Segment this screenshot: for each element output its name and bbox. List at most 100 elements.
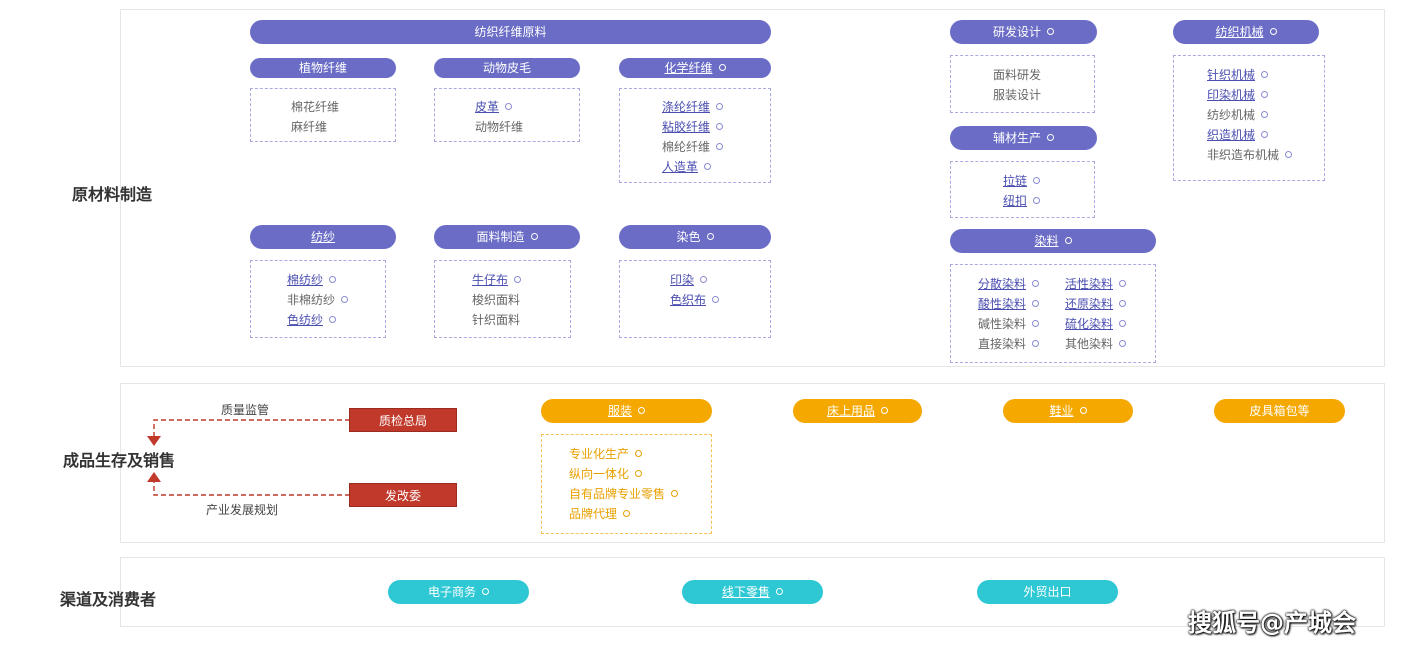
- list-item-label: 活性染料: [1065, 277, 1114, 291]
- list-item: 专业化生产: [569, 446, 643, 462]
- list-item: 梭织面料: [472, 293, 521, 307]
- chemical-box: 涤纶纤维 粘胶纤维 棉纶纤维 人造革: [619, 88, 771, 183]
- circle-icon: [1047, 28, 1054, 35]
- list-item: 动物纤维: [475, 120, 524, 134]
- list-item-link[interactable]: 人造革: [662, 159, 712, 175]
- list-item-link[interactable]: 硫化染料: [1065, 316, 1127, 332]
- list-item-label: 涤纶纤维: [662, 100, 711, 114]
- list-item-link[interactable]: 纽扣: [1003, 193, 1041, 209]
- list-item-label: 自有品牌专业零售: [569, 487, 666, 501]
- circle-icon: [881, 407, 888, 414]
- list-item: 棉花纤维: [291, 100, 340, 114]
- spinning-header[interactable]: 纺纱: [250, 225, 396, 249]
- machinery-box: 针织机械 印染机械 纺纱机械 织造机械 非织造布机械: [1173, 55, 1325, 181]
- list-item-label: 非织造布机械: [1207, 148, 1280, 162]
- circle-icon: [1261, 111, 1269, 118]
- list-item-link[interactable]: 涤纶纤维: [662, 99, 724, 115]
- circle-icon: [341, 296, 349, 303]
- list-item-label: 人造革: [662, 160, 699, 174]
- machinery-header-label: 纺织机械: [1215, 25, 1264, 39]
- bedding-pill[interactable]: 床上用品: [793, 399, 922, 423]
- list-item: 碱性染料: [978, 316, 1040, 332]
- list-item-link[interactable]: 印染机械: [1207, 87, 1269, 103]
- watermark: 搜狐号@产城会: [1188, 609, 1356, 637]
- list-item-link[interactable]: 牛仔布: [472, 272, 522, 288]
- leather-goods-pill: 皮具箱包等: [1214, 399, 1345, 423]
- list-item-label: 纵向一体化: [569, 467, 630, 481]
- section-label-channel: 渠道及消费者: [60, 590, 157, 609]
- circle-icon: [638, 407, 645, 414]
- section-label-finished: 成品生存及销售: [63, 451, 176, 470]
- circle-icon: [1285, 151, 1293, 158]
- list-item-link[interactable]: 酸性染料: [978, 296, 1040, 312]
- list-item-label: 碱性染料: [978, 317, 1027, 331]
- list-item-link[interactable]: 棉纺纱: [287, 272, 337, 288]
- circle-icon: [1032, 280, 1040, 287]
- list-item-link[interactable]: 还原染料: [1065, 296, 1127, 312]
- footwear-pill[interactable]: 鞋业: [1003, 399, 1133, 423]
- dyes-header[interactable]: 染料: [950, 229, 1156, 253]
- accessory-box: 拉链 纽扣: [950, 161, 1095, 218]
- list-item-link[interactable]: 拉链: [1003, 173, 1041, 189]
- bedding-pill-label: 床上用品: [826, 404, 875, 418]
- textile-fiber-header: 纺织纤维原料: [250, 20, 771, 44]
- list-item: 非棉纺纱: [287, 292, 349, 308]
- circle-icon: [712, 296, 720, 303]
- list-item: 直接染料: [978, 336, 1040, 352]
- list-item-link[interactable]: 针织机械: [1207, 67, 1269, 83]
- list-item: 其他染料: [1065, 336, 1127, 352]
- circle-icon: [1064, 237, 1072, 244]
- animal-header-label: 动物皮毛: [482, 61, 531, 75]
- circle-icon: [776, 588, 783, 595]
- list-item-link[interactable]: 织造机械: [1207, 127, 1269, 143]
- list-item-label: 纺纱机械: [1207, 108, 1256, 122]
- rd-box: 面料研发 服装设计: [950, 55, 1095, 113]
- apparel-pill[interactable]: 服装: [541, 399, 712, 423]
- circle-icon: [1261, 131, 1269, 138]
- circle-icon: [635, 470, 643, 477]
- circle-icon: [505, 103, 513, 110]
- circle-icon: [1119, 300, 1127, 307]
- list-item-link[interactable]: 色纺纱: [287, 312, 337, 328]
- textile-fiber-header-label: 纺织纤维原料: [474, 25, 547, 39]
- list-item-label: 纽扣: [1003, 194, 1028, 208]
- development-reform-box: 发改委: [349, 483, 457, 507]
- list-item: 面料研发: [993, 68, 1042, 82]
- chemical-header[interactable]: 化学纤维: [619, 58, 771, 78]
- list-item-label: 织造机械: [1207, 128, 1256, 142]
- list-item-link[interactable]: 印染: [670, 272, 708, 288]
- list-item-label: 分散染料: [978, 277, 1027, 291]
- circle-icon: [514, 276, 522, 283]
- fabric-header-label: 面料制造: [476, 230, 525, 244]
- fabric-box: 牛仔布 梭织面料 针织面料: [434, 260, 571, 338]
- list-item-label: 棉纺纱: [287, 273, 324, 287]
- circle-icon: [700, 276, 708, 283]
- rd-header: 研发设计: [950, 20, 1097, 44]
- circle-icon: [1079, 407, 1087, 414]
- circle-icon: [530, 233, 538, 240]
- list-item-link[interactable]: 分散染料: [978, 276, 1040, 292]
- dyeing-header: 染色: [619, 225, 771, 249]
- ecommerce-pill-label: 电子商务: [427, 585, 476, 599]
- offline-retail-pill[interactable]: 线下零售: [682, 580, 823, 604]
- list-item-link[interactable]: 粘胶纤维: [662, 119, 724, 135]
- circle-icon: [482, 588, 489, 595]
- list-item-link[interactable]: 色织布: [670, 292, 720, 308]
- machinery-header[interactable]: 纺织机械: [1173, 20, 1319, 44]
- list-item-link[interactable]: 活性染料: [1065, 276, 1127, 292]
- offline-retail-pill-label: 线下零售: [721, 585, 770, 599]
- quality-inspection-box: 质检总局: [349, 408, 457, 432]
- leather-goods-pill-label: 皮具箱包等: [1249, 404, 1310, 418]
- quality-arrow: [147, 419, 350, 446]
- rd-header-label: 研发设计: [992, 25, 1041, 39]
- list-item: 棉纶纤维: [662, 139, 724, 155]
- list-item: 品牌代理: [569, 506, 631, 522]
- list-item-label: 还原染料: [1065, 297, 1114, 311]
- list-item-link[interactable]: 皮革: [475, 99, 513, 115]
- circle-icon: [716, 123, 724, 130]
- footwear-pill-label: 鞋业: [1049, 404, 1074, 418]
- list-item-label: 皮革: [475, 100, 500, 114]
- list-item: 纺纱机械: [1207, 107, 1269, 123]
- dyeing-box: 印染 色织布: [619, 260, 771, 338]
- circle-icon: [716, 103, 724, 110]
